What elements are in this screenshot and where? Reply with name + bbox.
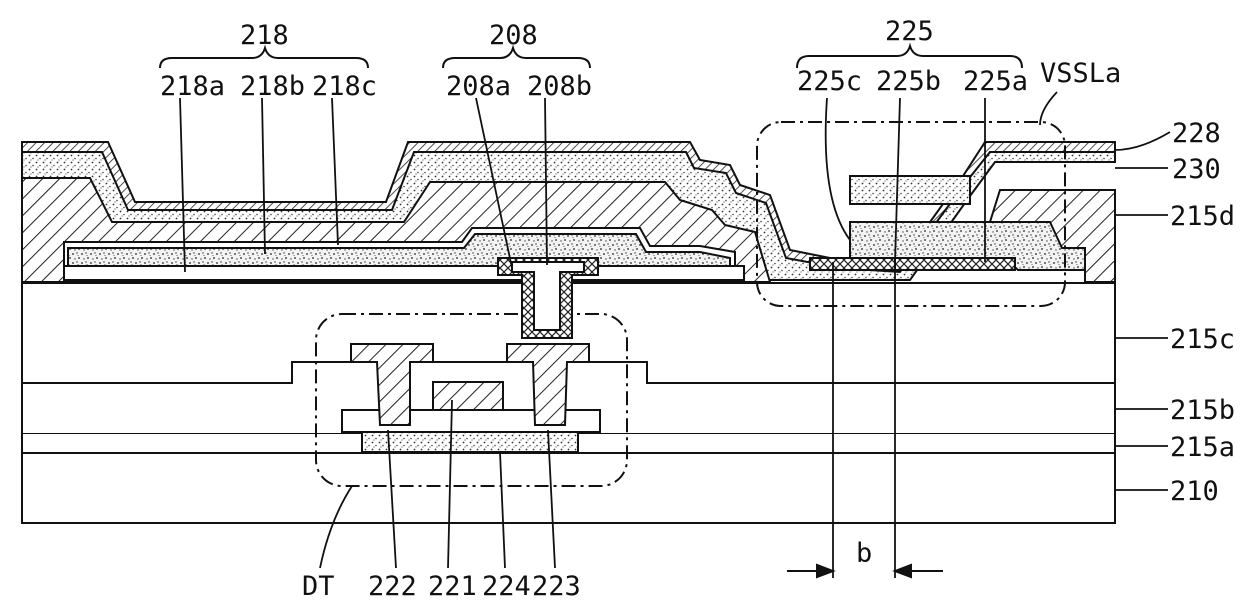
bracket-225 <box>797 46 1022 68</box>
electrode-225b <box>895 258 1015 270</box>
brackets <box>160 46 1022 68</box>
label-dt: DT <box>302 571 335 602</box>
electrode-218a <box>64 266 744 280</box>
label-218a: 218a <box>160 71 225 102</box>
substrate-210 <box>22 453 1115 523</box>
label-218c: 218c <box>312 71 377 102</box>
gate-electrode-221 <box>433 382 503 410</box>
label-215b: 215b <box>1170 395 1235 426</box>
label-225c: 225c <box>797 66 862 97</box>
label-215c: 215c <box>1170 324 1235 355</box>
label-vssla: VSSLa <box>1040 58 1121 89</box>
label-225: 225 <box>885 16 934 47</box>
label-208a: 208a <box>446 71 511 102</box>
label-210: 210 <box>1170 476 1219 507</box>
label-215a: 215a <box>1170 432 1235 463</box>
bracket-208 <box>443 48 590 68</box>
label-228: 228 <box>1172 118 1221 149</box>
label-225a: 225a <box>963 66 1028 97</box>
label-221: 221 <box>428 571 477 602</box>
label-208: 208 <box>489 20 538 51</box>
label-223: 223 <box>532 571 581 602</box>
layer-230-right <box>850 176 970 204</box>
label-225b: 225b <box>876 66 941 97</box>
label-208b: 208b <box>527 71 592 102</box>
label-222: 222 <box>368 571 417 602</box>
label-230: 230 <box>1172 154 1221 185</box>
label-218b: 218b <box>240 71 305 102</box>
semiconductor-224 <box>362 432 578 452</box>
label-218: 218 <box>240 20 289 51</box>
label-215d: 215d <box>1170 201 1235 232</box>
label-b: b <box>856 538 872 569</box>
bracket-218 <box>160 48 368 68</box>
label-224: 224 <box>482 571 531 602</box>
